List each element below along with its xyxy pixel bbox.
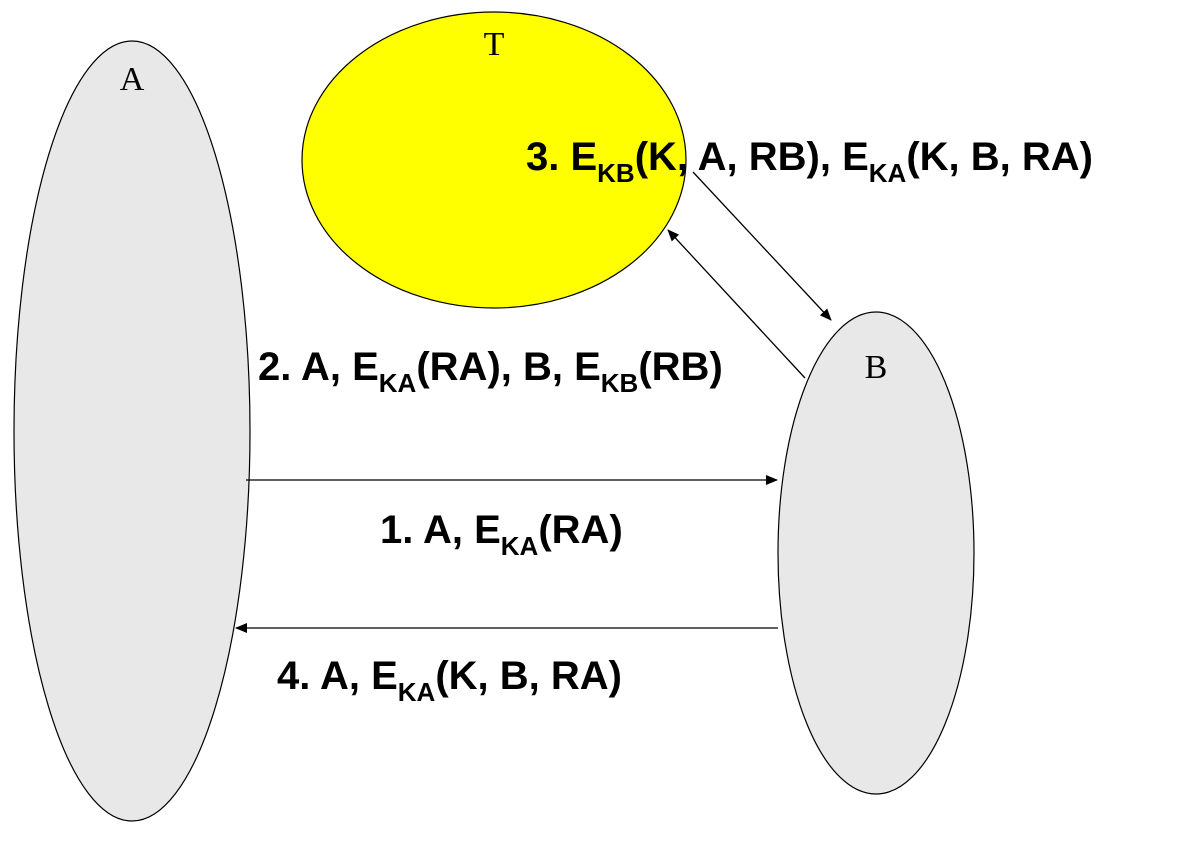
message-2-subscript-2: KB [600, 368, 639, 398]
message-3-subscript-1: KB [597, 158, 635, 188]
message-4-label: 4. A, EKA(K, B, RA) [277, 656, 622, 705]
node-b-label: B [865, 349, 888, 386]
node-b-ellipse [777, 311, 975, 795]
message-4-prefix: 4. A, E [277, 654, 398, 698]
message-2-label: 2. A, EKA(RA), B, EKB(RB) [258, 347, 723, 396]
message-1-label: 1. A, EKA(RA) [380, 510, 623, 559]
message-3-label: 3. EKB(K, A, RB), EKA(K, B, RA) [526, 137, 1093, 186]
message-2-mid: (RA), B, E [416, 345, 601, 389]
message-1-subscript: KA [500, 531, 539, 561]
message-4-rest: (K, B, RA) [435, 654, 622, 698]
message-2-rest: (RB) [638, 345, 723, 389]
message-1-prefix: 1. A, E [380, 508, 501, 552]
arrow-msg2 [667, 229, 806, 379]
message-3-mid: (K, A, RB), E [634, 135, 869, 179]
arrow-msg3 [692, 171, 832, 321]
message-3-subscript-2: KA [868, 158, 907, 188]
message-1-rest: (RA) [538, 508, 623, 552]
message-3-prefix: 3. E [526, 135, 598, 179]
node-a-label: A [120, 61, 145, 98]
node-t-ellipse [301, 11, 687, 309]
message-4-subscript: KA [397, 677, 436, 707]
node-t-label: T [484, 26, 505, 63]
message-3-rest: (K, B, RA) [906, 135, 1093, 179]
message-2-prefix: 2. A, E [258, 345, 379, 389]
message-2-subscript-1: KA [378, 368, 417, 398]
node-a-ellipse [13, 40, 251, 822]
